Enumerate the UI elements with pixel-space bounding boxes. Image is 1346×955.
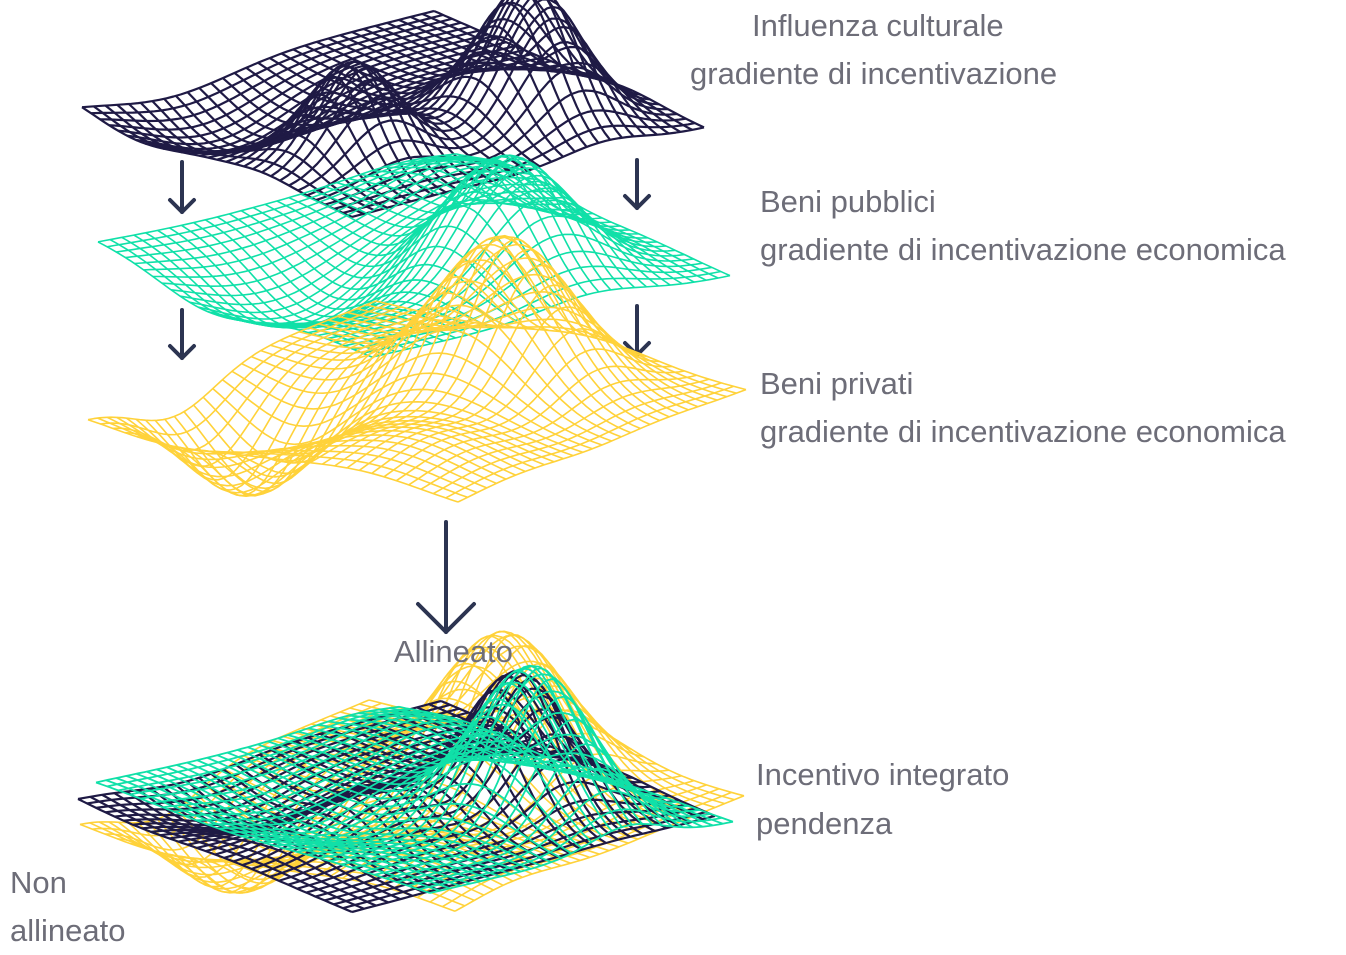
arrow-down-icon bbox=[168, 308, 196, 360]
wireframe-line bbox=[161, 317, 451, 497]
wireframe-line bbox=[455, 153, 731, 277]
public-layer-title: Beni pubblici bbox=[760, 184, 936, 219]
arrow-down-icon bbox=[623, 304, 651, 357]
wireframe-line bbox=[81, 9, 435, 109]
integrated-incentive-surface bbox=[77, 630, 745, 914]
wireframe-line bbox=[112, 306, 401, 452]
wireframe-line bbox=[443, 154, 719, 279]
wireframe-line bbox=[368, 710, 704, 828]
wireframe-line bbox=[279, 0, 633, 182]
wireframe-line bbox=[134, 158, 493, 265]
wireframe-line bbox=[143, 159, 502, 271]
wireframe-line bbox=[100, 303, 389, 436]
wireframe-line bbox=[432, 156, 707, 281]
private-layer-title: Beni privati bbox=[760, 366, 914, 401]
private-layer-subtitle: gradiente di incentivazione economica bbox=[760, 414, 1286, 449]
public-goods-surface bbox=[97, 153, 731, 358]
not-aligned-label-line1: Non bbox=[10, 865, 67, 900]
wireframe-line bbox=[117, 25, 471, 139]
wireframe-line bbox=[366, 304, 737, 394]
wireframe-line bbox=[77, 699, 442, 801]
wireframe-line bbox=[398, 18, 670, 135]
wireframe-line bbox=[433, 9, 705, 129]
arrow-down-icon bbox=[623, 158, 651, 210]
wireframe-line bbox=[106, 708, 411, 788]
wireframe-line bbox=[87, 300, 377, 422]
wireframe-line bbox=[149, 314, 438, 491]
public-layer-subtitle: gradiente di incentivazione economica bbox=[760, 232, 1286, 267]
wireframe-line bbox=[95, 705, 400, 784]
wireframe-line bbox=[99, 17, 453, 123]
wireframe-line bbox=[126, 29, 480, 146]
aligned-label: Allineato bbox=[394, 634, 513, 669]
wireframe-line bbox=[337, 291, 708, 405]
wireframe-line bbox=[231, 352, 603, 446]
wireframe-line bbox=[421, 12, 693, 131]
wireframe-line bbox=[388, 707, 724, 825]
arrow-down-icon bbox=[416, 520, 476, 634]
wireframe-line bbox=[92, 702, 382, 837]
wireframe-line bbox=[123, 719, 487, 822]
wireframe-line bbox=[347, 306, 718, 401]
wireframe-line bbox=[408, 159, 683, 285]
cultural-layer-title: Influenza culturale bbox=[752, 8, 1004, 43]
wireframe-line bbox=[356, 307, 728, 398]
cultural-layer-subtitle: gradiente di incentivazione bbox=[690, 56, 1058, 91]
integrated-subtitle: pendenza bbox=[756, 806, 893, 841]
wireframe-line bbox=[151, 717, 455, 804]
wireframe-line bbox=[125, 157, 484, 259]
wireframe-line bbox=[124, 309, 414, 467]
wireframe-line bbox=[116, 156, 475, 253]
wireframe-line bbox=[90, 13, 444, 115]
wireframe-line bbox=[140, 714, 444, 800]
wireframe-line bbox=[420, 157, 695, 283]
wireframe-line bbox=[375, 300, 747, 391]
private-goods-surface bbox=[87, 234, 747, 503]
wireframe-line bbox=[378, 708, 714, 827]
wireframe-line bbox=[97, 153, 457, 243]
wireframe-line bbox=[106, 155, 466, 248]
wireframe-line bbox=[129, 711, 420, 878]
wireframe-line bbox=[129, 712, 433, 796]
integrated-title: Incentivo integrato bbox=[756, 757, 1010, 792]
wireframe-line bbox=[398, 705, 734, 823]
wireframe-line bbox=[108, 21, 462, 131]
cultural-influence-surface bbox=[81, 0, 705, 218]
wireframe-line bbox=[137, 311, 426, 481]
wireframe-line bbox=[118, 710, 422, 792]
wireframe-line bbox=[410, 15, 682, 133]
arrow-down-icon bbox=[168, 160, 196, 214]
not-aligned-label-line2: allineato bbox=[10, 913, 126, 948]
